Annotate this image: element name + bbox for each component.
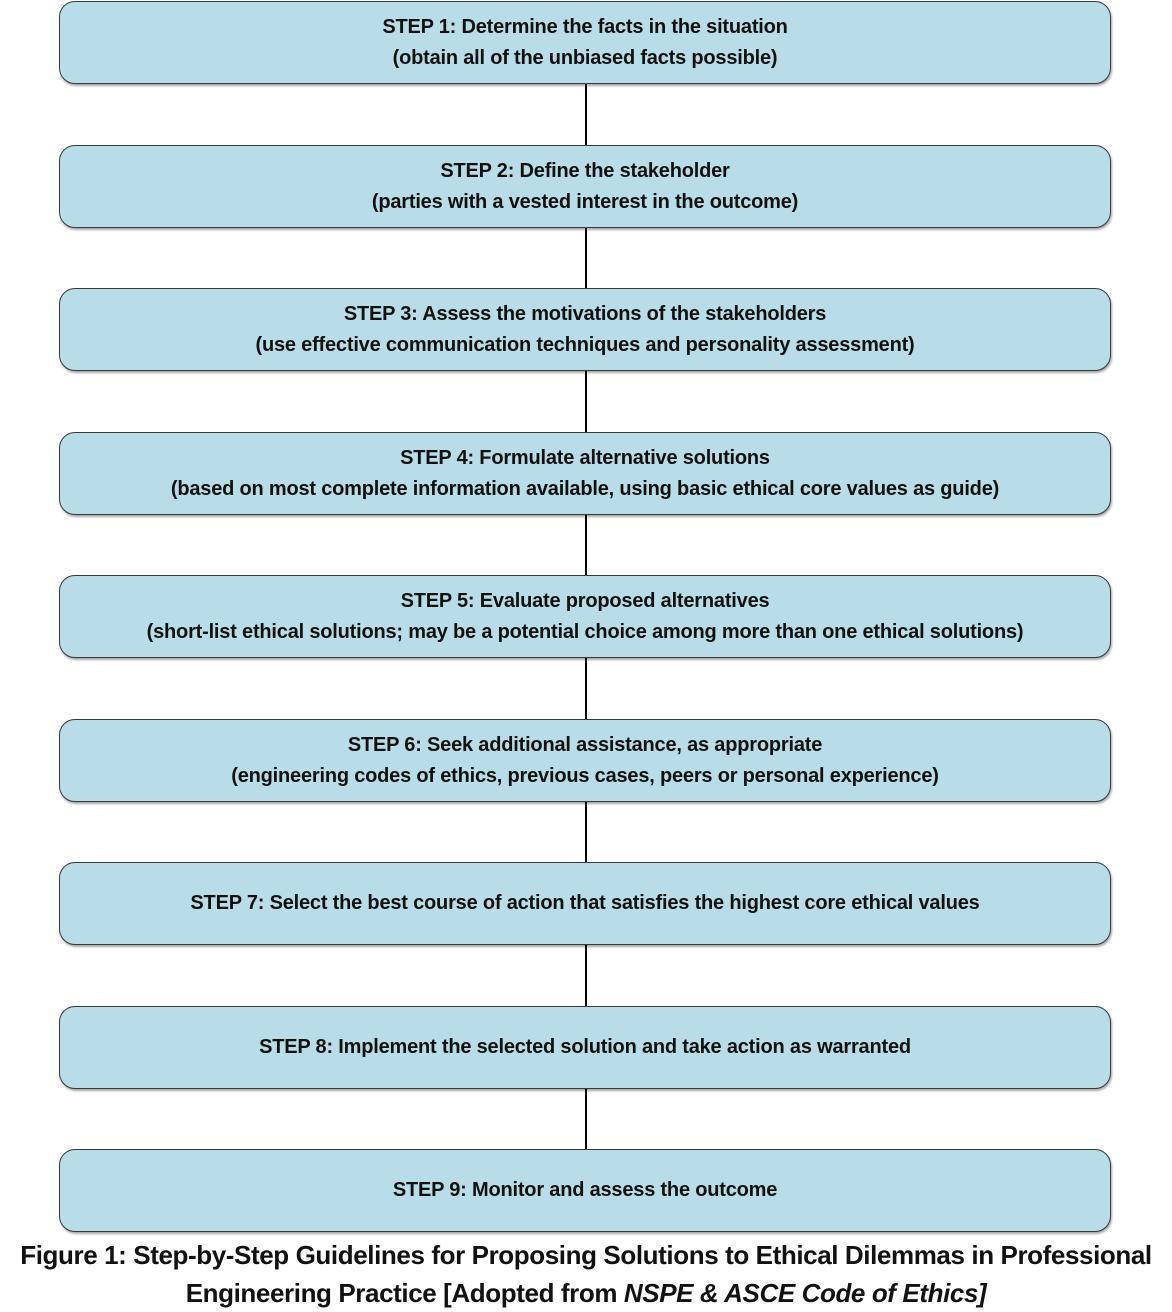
step-title: STEP 8: Implement the selected solution … xyxy=(259,1036,911,1058)
connector-line xyxy=(585,802,587,862)
caption-line-2-italic: NSPE & ASCE Code of Ethics] xyxy=(623,1278,987,1308)
step-detail: (short-list ethical solutions; may be a … xyxy=(146,620,1024,643)
flowchart: STEP 1: Determine the facts in the situa… xyxy=(59,1,1111,1232)
step-title: STEP 3: Assess the motivations of the st… xyxy=(343,302,827,325)
step-detail: (based on most complete information avai… xyxy=(170,477,1000,500)
connector-line xyxy=(585,1089,587,1149)
figure-caption: Figure 1: Step-by-Step Guidelines for Pr… xyxy=(0,1236,1172,1312)
step-detail: (use effective communication techniques … xyxy=(255,333,915,356)
step-title: STEP 6: Seek additional assistance, as a… xyxy=(347,733,823,756)
step-title: STEP 2: Define the stakeholder xyxy=(440,159,730,182)
step-box-1: STEP 1: Determine the facts in the situa… xyxy=(59,1,1111,84)
step-title: STEP 1: Determine the facts in the situa… xyxy=(382,15,788,38)
connector-line xyxy=(585,84,587,145)
caption-line-2-prefix: Engineering Practice [Adopted from xyxy=(185,1278,624,1308)
step-title: STEP 7: Select the best course of action… xyxy=(190,892,980,914)
step-box-7: STEP 7: Select the best course of action… xyxy=(59,862,1111,945)
step-detail: (obtain all of the unbiased facts possib… xyxy=(392,46,778,69)
connector-line xyxy=(585,515,587,575)
step-box-8: STEP 8: Implement the selected solution … xyxy=(59,1006,1111,1089)
step-title: STEP 9: Monitor and assess the outcome xyxy=(392,1179,778,1201)
step-title: STEP 5: Evaluate proposed alternatives xyxy=(400,589,770,612)
step-detail: (engineering codes of ethics, previous c… xyxy=(231,764,939,787)
step-box-9: STEP 9: Monitor and assess the outcome xyxy=(59,1149,1111,1232)
step-box-3: STEP 3: Assess the motivations of the st… xyxy=(59,288,1111,371)
step-box-4: STEP 4: Formulate alternative solutions (… xyxy=(59,432,1111,515)
step-detail: (parties with a vested interest in the o… xyxy=(371,190,799,213)
caption-line-2: Engineering Practice [Adopted from NSPE … xyxy=(0,1274,1172,1312)
step-box-6: STEP 6: Seek additional assistance, as a… xyxy=(59,719,1111,802)
caption-line-1: Figure 1: Step-by-Step Guidelines for Pr… xyxy=(20,1240,1152,1270)
connector-line xyxy=(585,658,587,719)
step-box-5: STEP 5: Evaluate proposed alternatives (s… xyxy=(59,575,1111,658)
connector-line xyxy=(585,371,587,432)
connector-line xyxy=(585,945,587,1006)
step-title: STEP 4: Formulate alternative solutions xyxy=(400,446,770,469)
step-box-2: STEP 2: Define the stakeholder (parties w… xyxy=(59,145,1111,228)
connector-line xyxy=(585,228,587,288)
